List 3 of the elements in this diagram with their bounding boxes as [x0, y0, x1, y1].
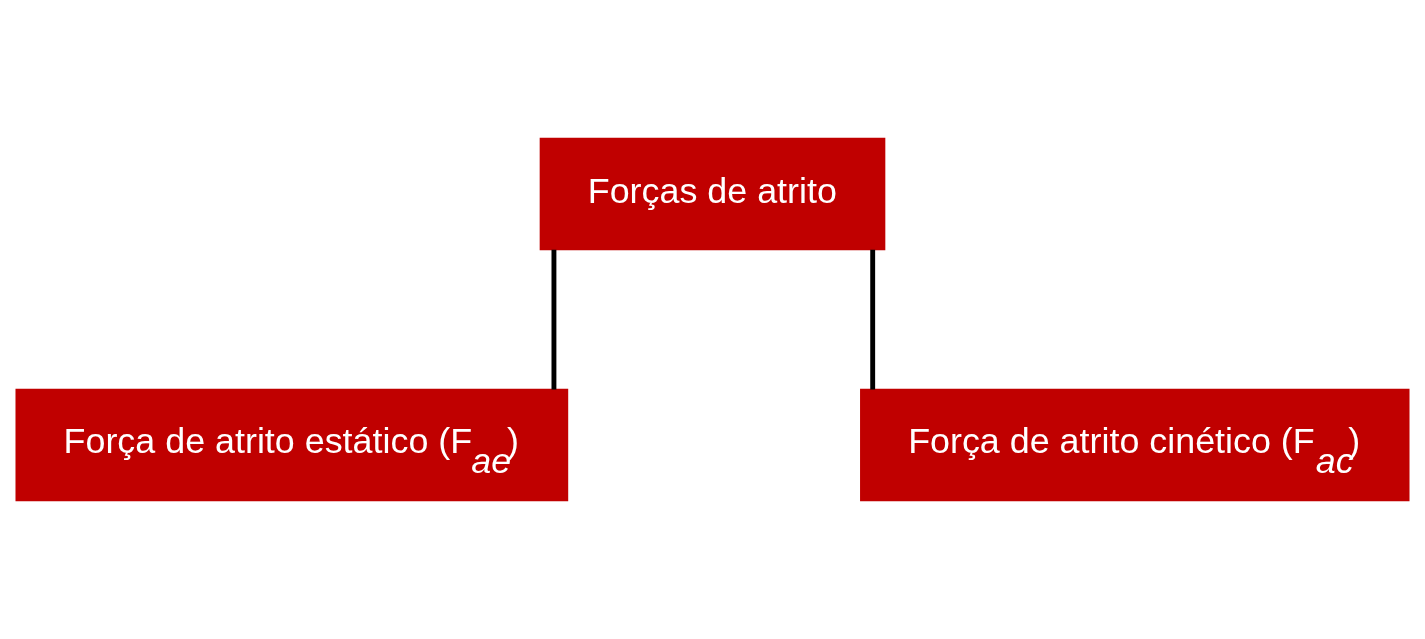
connector: [551, 249, 557, 390]
node-box: Forças de atrito: [539, 137, 886, 251]
connector: [870, 249, 876, 390]
